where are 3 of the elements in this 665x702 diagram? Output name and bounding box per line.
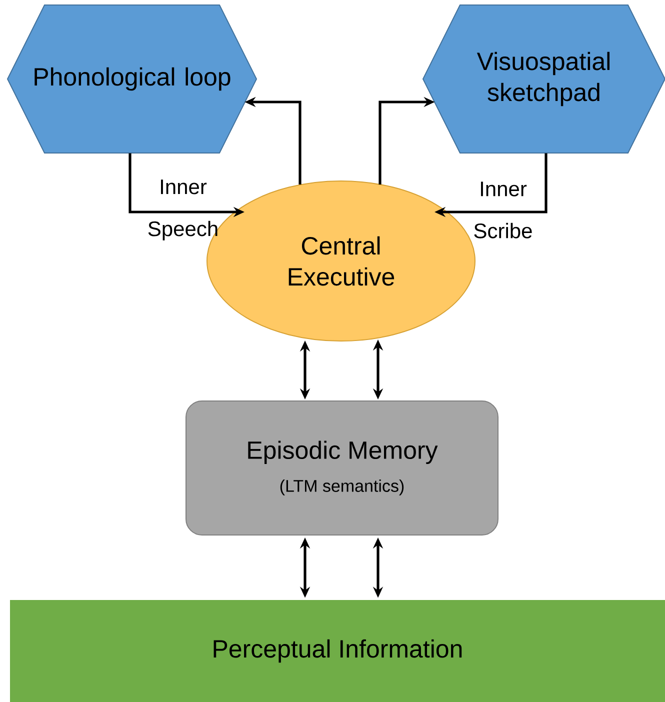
edge-label: Inner Scribe [474,182,532,238]
information-band: Perceptual Information [10,600,665,702]
memory-box: Episodic Memory (LTM semantics) [186,400,498,536]
